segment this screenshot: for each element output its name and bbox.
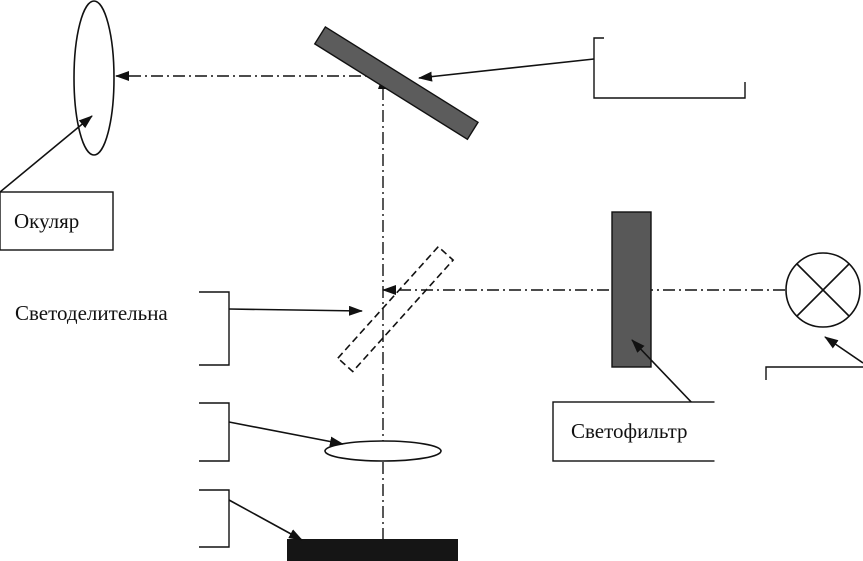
eyepiece-lens (73, 0, 115, 156)
objective-leader-line (228, 421, 344, 447)
mirror-leader-line (418, 58, 595, 82)
objective-label-bracket (199, 402, 230, 462)
sample-label-bracket (199, 489, 230, 548)
beam-splitter-plate (336, 245, 455, 373)
eyepiece-label-box (0, 191, 114, 251)
eyepiece-leader-line (0, 115, 93, 193)
sample-leader-line (228, 499, 303, 541)
beam-splitter-label: Светоделительна (15, 301, 168, 325)
top-mirror (313, 25, 479, 141)
filter-label: Светофильтр (571, 419, 688, 443)
eyepiece-label: Окуляр (14, 209, 79, 233)
lamp-label-bracket (765, 366, 863, 380)
lamp-leader-line (824, 336, 863, 364)
beam-splitter-label-bracket (199, 291, 230, 366)
lamp-cross-line-2 (796, 263, 850, 317)
beam-splitter-leader-line (228, 305, 363, 316)
light-filter (611, 211, 652, 368)
mirror-label-bracket (593, 37, 746, 99)
objective-lens (324, 440, 442, 462)
sample-plate (287, 539, 458, 561)
